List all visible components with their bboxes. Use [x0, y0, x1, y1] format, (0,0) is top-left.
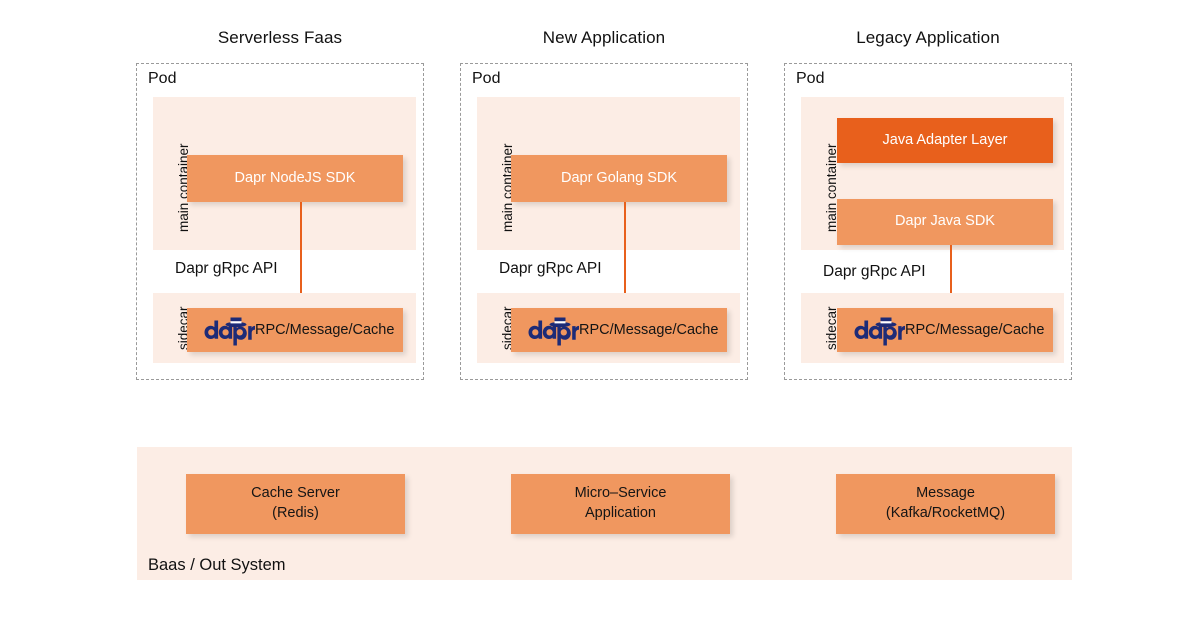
- pod-label: Pod: [148, 70, 177, 87]
- sdk-box-dapr-nodejs[interactable]: Dapr NodeJS SDK: [187, 155, 403, 202]
- dapr-logo-icon: [525, 313, 579, 347]
- baas-box-line2: Application: [585, 505, 656, 521]
- sdk-box-dapr-golang[interactable]: Dapr Golang SDK: [511, 155, 727, 202]
- baas-box-line2: (Kafka/RocketMQ): [885, 505, 1006, 521]
- baas-box-line2: (Redis): [272, 505, 319, 521]
- baas-out-system-label: Baas / Out System: [148, 556, 286, 574]
- sidecar-box-label: RPC/Message/Cache: [579, 322, 719, 338]
- adapter-box-java-adapter-layer[interactable]: Java Adapter Layer: [837, 118, 1053, 163]
- pod-label: Pod: [472, 70, 501, 87]
- column-title-legacy-application: Legacy Application: [856, 28, 1000, 47]
- grpc-api-label: Dapr gRpc API: [823, 263, 926, 280]
- pod-serverless-faas: Pod: [136, 63, 424, 380]
- pod-label: Pod: [796, 70, 825, 87]
- sidecar-box-label: RPC/Message/Cache: [255, 322, 395, 338]
- pod-new-application: Pod: [460, 63, 748, 380]
- baas-box-line1: Micro–Service: [574, 485, 667, 502]
- baas-box-micro-service-application[interactable]: Micro–Service Application: [511, 474, 730, 534]
- sidecar-box-dapr-legacy-application[interactable]: RPC/Message/Cache: [837, 308, 1053, 352]
- sidecar-box-dapr-new-application[interactable]: RPC/Message/Cache: [511, 308, 727, 352]
- sidecar-box-dapr-serverless-faas[interactable]: RPC/Message/Cache: [187, 308, 403, 352]
- sidecar-box-label: RPC/Message/Cache: [905, 322, 1045, 338]
- dapr-logo-icon: [201, 313, 255, 347]
- grpc-api-label: Dapr gRpc API: [499, 260, 602, 277]
- grpc-api-label: Dapr gRpc API: [175, 260, 278, 277]
- sdk-box-dapr-java[interactable]: Dapr Java SDK: [837, 199, 1053, 245]
- column-title-serverless-faas: Serverless Faas: [217, 28, 343, 47]
- column-title-new-application: New Application: [542, 28, 666, 47]
- baas-box-cache-server[interactable]: Cache Server (Redis): [186, 474, 405, 534]
- baas-box-line1: Cache Server: [251, 485, 340, 502]
- baas-box-message[interactable]: Message (Kafka/RocketMQ): [836, 474, 1055, 534]
- dapr-logo-icon: [851, 313, 905, 347]
- baas-box-line1: Message: [916, 485, 975, 502]
- pod-legacy-application: Pod: [784, 63, 1072, 380]
